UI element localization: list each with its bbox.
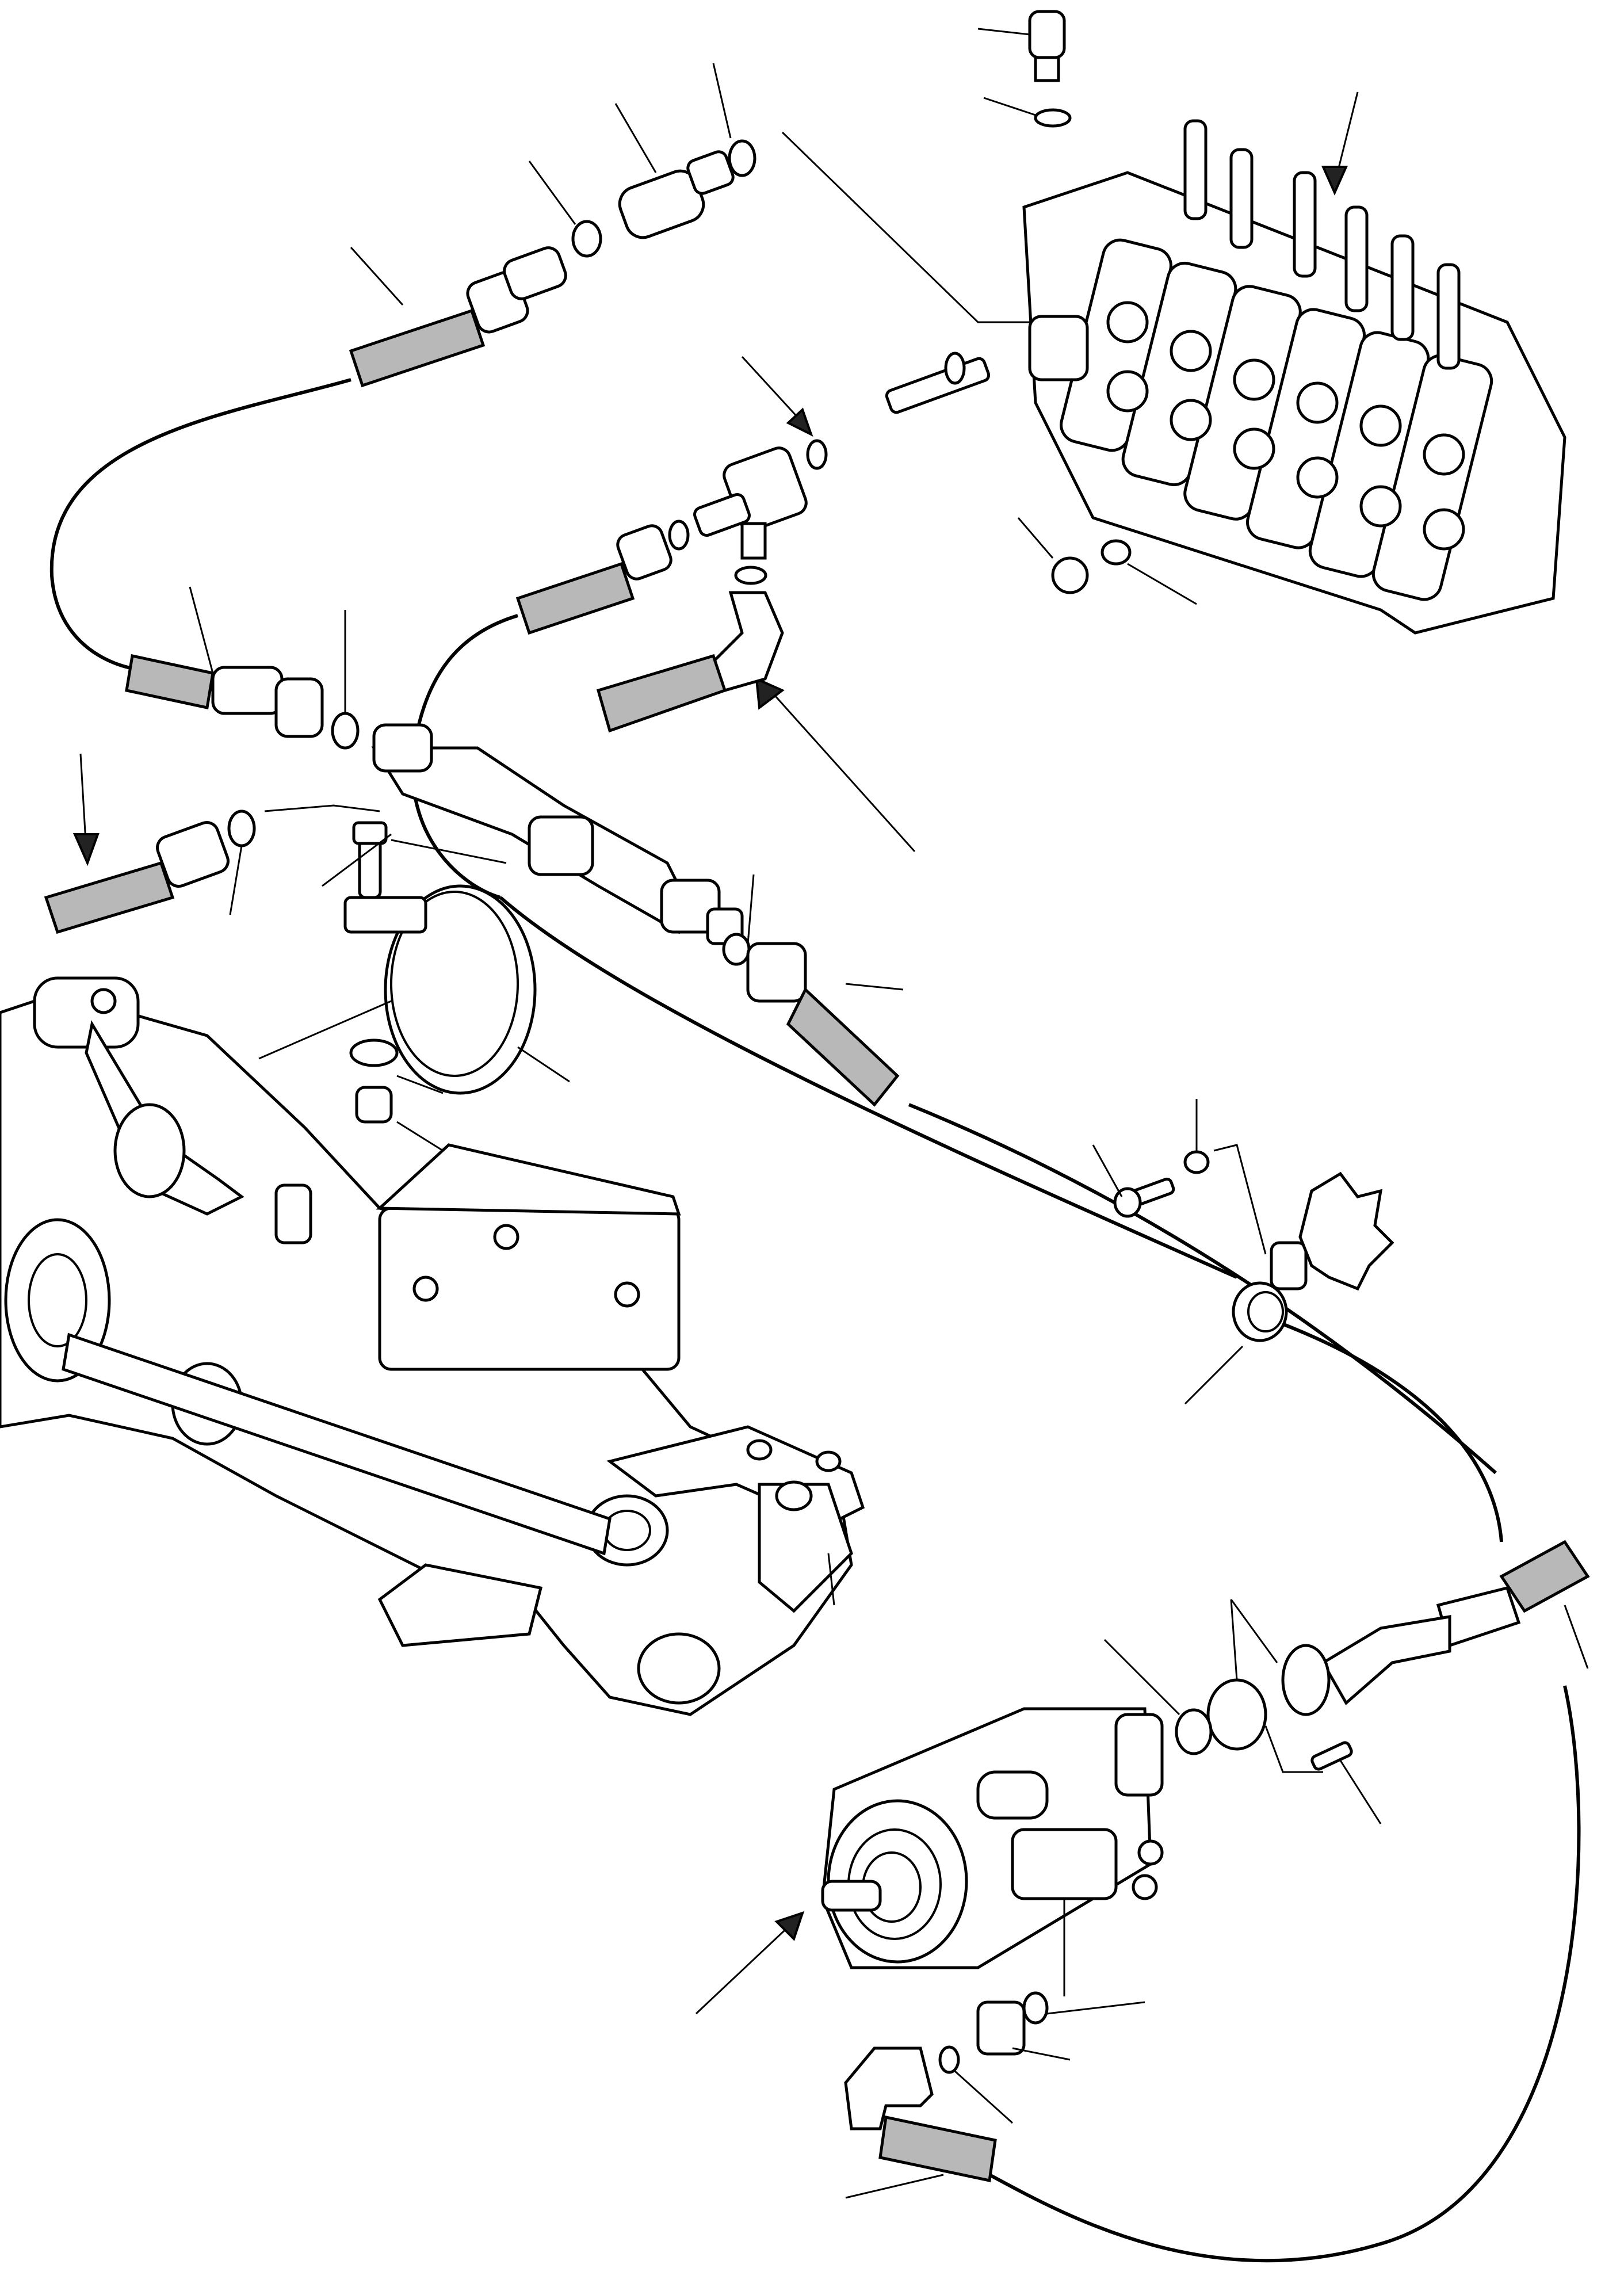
valve-adapter [1028,315,1089,381]
valve-sections [1060,238,1493,601]
valve-plug [1017,517,1197,605]
hydraulic-pump [821,1707,1164,1996]
transmission-housing [0,976,865,1716]
long-hose-right [1264,1316,1503,1542]
arrow-elbow [755,677,916,853]
left-hose-end [125,586,360,750]
top-hose-loop [49,378,351,673]
manifold-block [371,723,904,1107]
right-hose-end [1103,1540,1590,1824]
arrow-tee [741,356,813,437]
relief-fitting [977,10,1072,128]
long-hose-upper [499,896,1238,1279]
hose-clip [1092,1099,1394,1405]
long-hose-lower [988,1685,1581,2263]
valve-spools [1183,119,1461,370]
arrow-left-hose [72,753,100,866]
clamp-nut [258,1000,570,1152]
arrow-pump [695,1911,805,2015]
top-hose-fittings [349,63,1030,388]
control-valve-block [1022,119,1566,635]
valve-ports [1106,301,1465,551]
long-hose-return [908,1103,1497,1475]
left-side-hose [44,804,380,934]
hose-end-top [349,308,486,388]
arrow-valve [1321,91,1359,196]
pump-elbow-fitting [844,1991,1145,2199]
clamp-ring [322,821,537,1095]
tee-assembly [515,352,991,733]
